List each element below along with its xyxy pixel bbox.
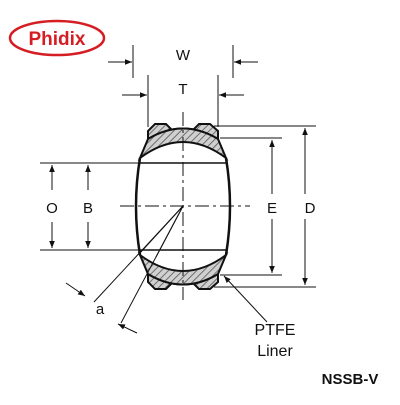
callout-line2: Liner <box>257 343 293 360</box>
dimension-d: D <box>214 125 316 288</box>
phidix-logo: Phidix <box>8 19 106 57</box>
dimension-w: W <box>108 45 258 78</box>
dimension-t: T <box>122 75 244 127</box>
label-d: D <box>305 200 316 217</box>
label-w: W <box>176 47 191 64</box>
part-number: NSSB-V <box>322 371 379 388</box>
dimension-e: E <box>220 137 282 276</box>
label-o: O <box>46 200 58 217</box>
dimension-a: a <box>65 205 184 334</box>
dimension-o: O <box>40 162 138 251</box>
callout-line1: PTFE <box>255 322 296 339</box>
label-b: B <box>83 200 93 217</box>
ptfe-liner-callout: PTFE Liner <box>223 275 296 360</box>
label-t: T <box>178 81 187 98</box>
logo-text: Phidix <box>28 29 85 50</box>
label-a: a <box>96 301 105 318</box>
label-e: E <box>267 200 277 217</box>
dimension-b: B <box>83 165 93 248</box>
